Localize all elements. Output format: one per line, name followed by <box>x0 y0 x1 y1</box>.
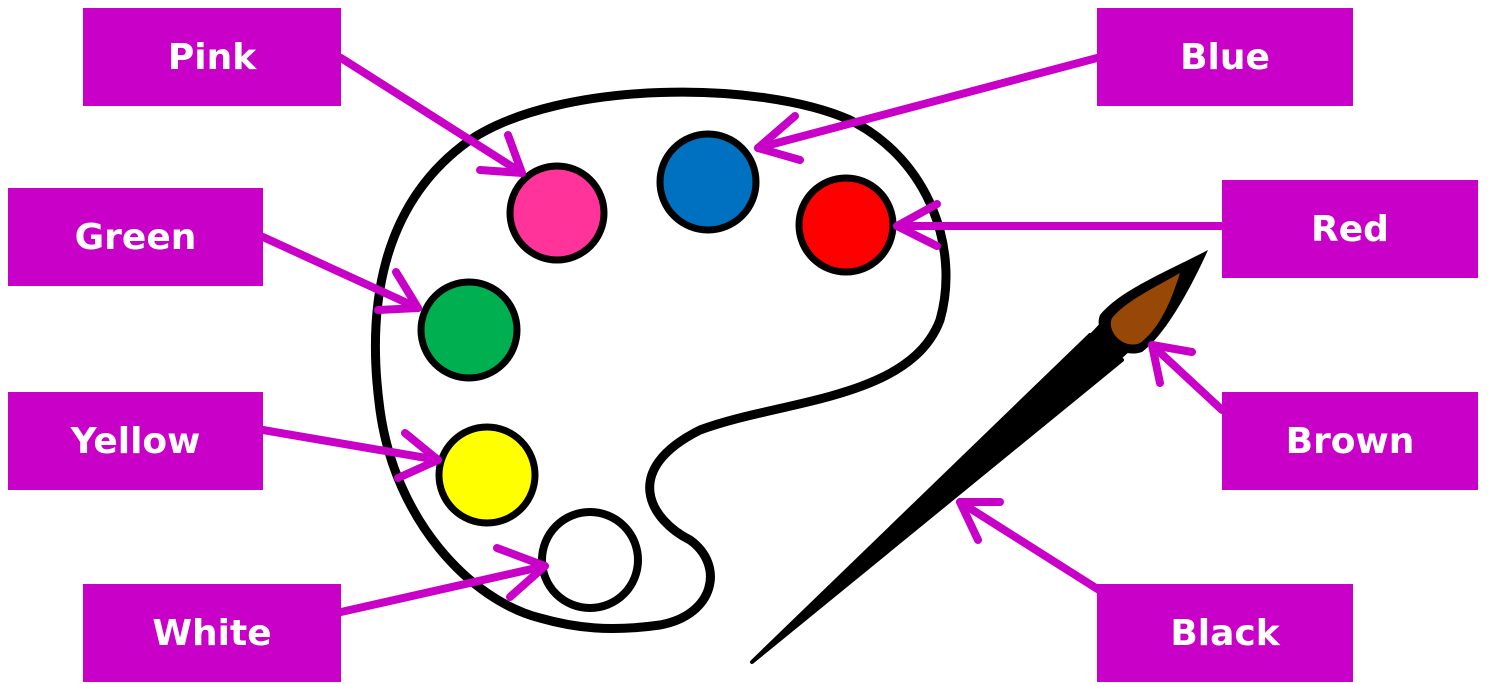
label-red: Red <box>1222 180 1478 278</box>
arrow-yellow <box>263 430 438 478</box>
yellow-paint <box>439 427 535 523</box>
label-white: White <box>83 584 341 682</box>
red-paint <box>799 178 893 272</box>
pink-paint <box>510 166 604 260</box>
label-white-text: White <box>152 613 271 654</box>
label-yellow-text: Yellow <box>71 421 201 462</box>
arrow-brown <box>1152 345 1222 410</box>
label-yellow: Yellow <box>8 392 263 490</box>
label-green: Green <box>8 188 263 286</box>
label-blue-text: Blue <box>1180 37 1270 78</box>
label-green-text: Green <box>75 217 197 258</box>
label-pink: Pink <box>83 8 341 106</box>
label-black-text: Black <box>1170 613 1279 654</box>
label-black: Black <box>1097 584 1353 682</box>
label-red-text: Red <box>1311 209 1389 250</box>
arrow-black <box>960 502 1118 602</box>
arrow-pink <box>341 58 522 173</box>
white-paint <box>542 512 638 608</box>
blue-paint <box>660 134 756 230</box>
label-brown-text: Brown <box>1286 421 1415 462</box>
label-blue: Blue <box>1097 8 1353 106</box>
green-paint <box>421 282 517 378</box>
label-pink-text: Pink <box>168 37 256 78</box>
label-brown: Brown <box>1222 392 1478 490</box>
